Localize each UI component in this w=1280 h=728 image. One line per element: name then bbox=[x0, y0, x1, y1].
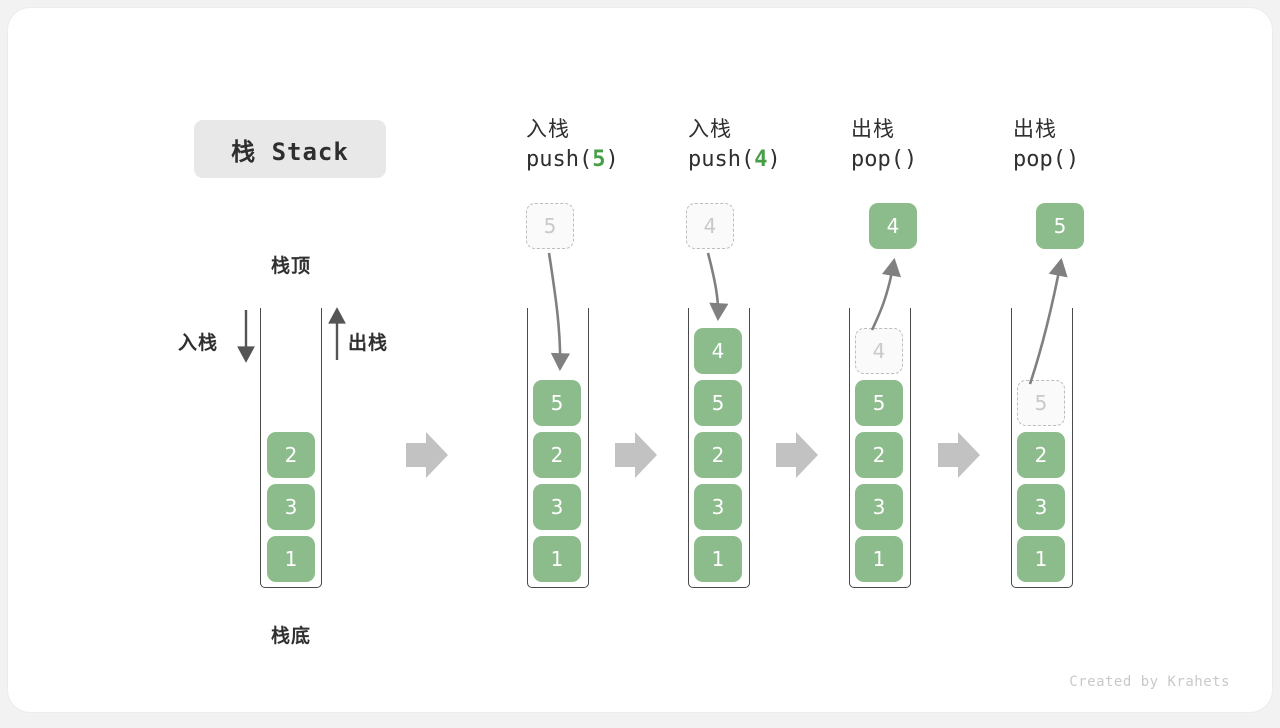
stack-cell: 3 bbox=[533, 484, 581, 530]
stack-cell: 2 bbox=[694, 432, 742, 478]
stack-cell: 1 bbox=[533, 536, 581, 582]
stack-tube-push-4 bbox=[688, 308, 750, 588]
vacated-cell: 5 bbox=[1017, 380, 1065, 426]
stack-cell: 1 bbox=[694, 536, 742, 582]
op-label-fn: pop() bbox=[1013, 147, 1080, 172]
stack-cell: 2 bbox=[267, 432, 315, 478]
stack-cell: 2 bbox=[533, 432, 581, 478]
op-label-fn: pop() bbox=[851, 147, 918, 172]
op-label-pop-4: 出栈 pop() bbox=[851, 114, 1021, 176]
popped-cell: 5 bbox=[1036, 203, 1084, 249]
stack-cell: 1 bbox=[1017, 536, 1065, 582]
stack-cell: 4 bbox=[694, 328, 742, 374]
transition-arrow-2 bbox=[615, 432, 657, 478]
push-direction-label: 入栈 bbox=[178, 332, 219, 354]
pop-direction-label: 出栈 bbox=[348, 332, 389, 354]
stack-cell: 1 bbox=[267, 536, 315, 582]
stack-tube-push-5 bbox=[527, 308, 589, 588]
op-label-cn: 出栈 bbox=[1013, 117, 1057, 141]
diagram-card: 栈 Stack 栈顶 入栈 出栈 2 3 1 栈底 入栈 push(5) 5 5… bbox=[8, 8, 1272, 712]
transition-arrow-1 bbox=[406, 432, 448, 478]
transition-arrow-4 bbox=[938, 432, 980, 478]
op-label-push-4: 入栈 push(4) bbox=[688, 114, 858, 176]
op-label-cn: 出栈 bbox=[851, 117, 895, 141]
footer-credit: Created by Krahets bbox=[1069, 674, 1230, 690]
stack-cell: 3 bbox=[694, 484, 742, 530]
incoming-cell: 4 bbox=[686, 203, 734, 249]
op-label-fn: push(5) bbox=[526, 147, 619, 172]
stack-cell: 3 bbox=[267, 484, 315, 530]
op-label-cn: 入栈 bbox=[688, 117, 732, 141]
op-label-cn: 入栈 bbox=[526, 117, 570, 141]
stack-tube-pop-4 bbox=[849, 308, 911, 588]
stack-cell: 5 bbox=[533, 380, 581, 426]
stack-cell: 5 bbox=[855, 380, 903, 426]
stack-tube-initial bbox=[260, 308, 322, 588]
popped-cell: 4 bbox=[869, 203, 917, 249]
diagram-stage: 栈 Stack 栈顶 入栈 出栈 2 3 1 栈底 入栈 push(5) 5 5… bbox=[8, 8, 1272, 712]
stack-cell: 2 bbox=[855, 432, 903, 478]
vacated-cell: 4 bbox=[855, 328, 903, 374]
op-label-pop-5: 出栈 pop() bbox=[1013, 114, 1183, 176]
stack-top-label: 栈顶 bbox=[270, 255, 311, 277]
title-badge: 栈 Stack bbox=[194, 120, 386, 178]
transition-arrow-3 bbox=[776, 432, 818, 478]
op-label-fn: push(4) bbox=[688, 147, 781, 172]
stack-cell: 1 bbox=[855, 536, 903, 582]
op-label-push-5: 入栈 push(5) bbox=[526, 114, 696, 176]
incoming-cell: 5 bbox=[526, 203, 574, 249]
stack-tube-pop-5 bbox=[1011, 308, 1073, 588]
stack-cell: 3 bbox=[855, 484, 903, 530]
stack-cell: 3 bbox=[1017, 484, 1065, 530]
stack-cell: 5 bbox=[694, 380, 742, 426]
stack-bottom-label: 栈底 bbox=[270, 625, 311, 647]
stack-cell: 2 bbox=[1017, 432, 1065, 478]
